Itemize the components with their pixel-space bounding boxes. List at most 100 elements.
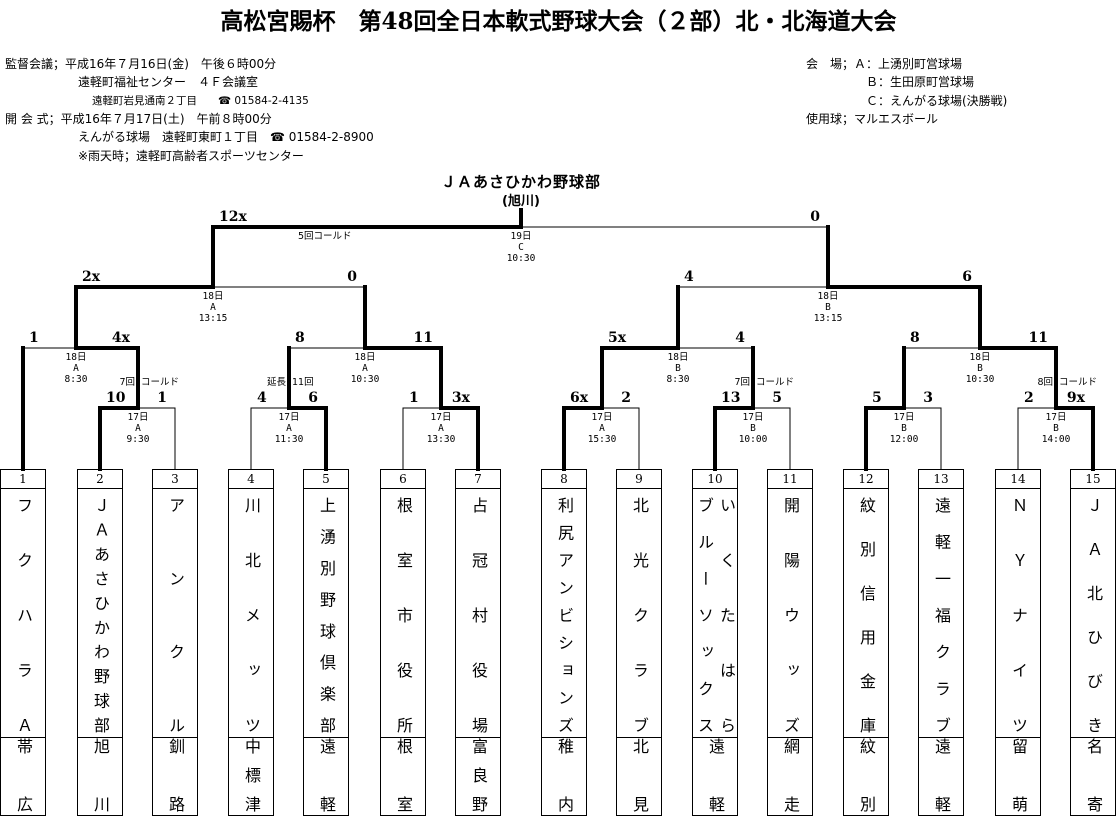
score-left: 8 (910, 330, 920, 346)
score-left: 10 (106, 390, 126, 406)
team-city-cell: 紋別 (844, 738, 888, 816)
match-info: 19日 C 10:30 (506, 231, 536, 264)
team-city-cell: 稚内 (542, 738, 586, 816)
team-number: 5 (304, 470, 348, 489)
team-number: 11 (768, 470, 812, 489)
venue-a: 会 場；Ａ：上湧別町営球場 (806, 57, 963, 71)
match-info: 18日 B 13:15 (813, 291, 843, 324)
score-left: 6x (570, 390, 589, 406)
match-note-right: コールド (141, 377, 180, 388)
team-city-cell: 釧路 (153, 738, 197, 816)
team-city: 遠軽 (317, 738, 336, 812)
team-name-cell: ＮＹナイツ (996, 489, 1040, 738)
team-city: 帯広 (14, 738, 33, 812)
team-city: 北見 (630, 738, 649, 812)
team-name: 川北メッツ (242, 497, 261, 733)
team-box: 7 占冠村役場富良野 (455, 469, 501, 816)
score-right: 4x (111, 330, 130, 346)
team-number: 9 (617, 470, 661, 489)
team-number: 12 (844, 470, 888, 489)
venue-b: Ｂ：生田原町営球場 (866, 75, 975, 89)
team-name-cell: 上湧別野球倶楽部 (304, 489, 348, 738)
team-city-cell: 帯広 (1, 738, 45, 816)
match-info: 18日 A 13:15 (198, 291, 228, 324)
score-right: 11 (1028, 330, 1048, 346)
meeting-info: 監督会議；平成16年７月16日(金) 午後６時00分 (5, 57, 277, 71)
page-title: 高松宮賜杯 第48回全日本軟式野球大会（２部）北・北海道大会 (220, 8, 897, 35)
score-left: 4 (257, 390, 267, 406)
match-info: 17日 B 10:00 (738, 412, 768, 445)
score-right: 9x (1066, 390, 1085, 406)
team-city-cell: 根室 (381, 738, 425, 816)
score-left: 13 (721, 390, 741, 406)
team-city: 遠軽 (932, 738, 951, 812)
team-city: 紋別 (857, 738, 876, 812)
score-right: 3x (451, 390, 470, 406)
team-number: 10 (693, 470, 737, 489)
match-note-left: 7回 (734, 377, 750, 388)
match-note-left: 延長 (266, 377, 286, 388)
team-name-cell: 川北メッツ (229, 489, 273, 738)
team-name-cell: 占冠村役場 (456, 489, 500, 738)
team-name-cell: 開陽ウッズ (768, 489, 812, 738)
team-name: ＮＹナイツ (1009, 497, 1028, 733)
team-name: 開陽ウッズ (781, 497, 800, 733)
team-name-cell: 遠軽一福クラブ (919, 489, 963, 738)
opening-venue: えんがる球場 遠軽町東町１丁目 ☎ 01584-2-8900 (78, 130, 374, 144)
team-city-cell: 名寄 (1071, 738, 1115, 816)
venue-c: Ｃ：えんがる球場(決勝戦) (866, 94, 1008, 108)
team-name-cell: ＪＡあさひかわ野球部 (78, 489, 122, 738)
match-info: 18日 B 8:30 (666, 352, 690, 385)
team-city-cell: 中標津 (229, 738, 273, 816)
team-name-cell: アンクル (153, 489, 197, 738)
team-number: 7 (456, 470, 500, 489)
match-info: 18日 A 8:30 (64, 352, 88, 385)
team-name-cell: いくたはら ブルーソックス (693, 489, 737, 738)
team-name: フクハラＡ (14, 497, 33, 733)
match-note-left: 8回 (1037, 377, 1053, 388)
score-right: 3 (923, 390, 933, 406)
team-city: 旭川 (91, 738, 110, 812)
score-left: 1 (29, 330, 39, 346)
team-city-cell: 遠軽 (304, 738, 348, 816)
team-city: 網走 (781, 738, 800, 812)
team-city-cell: 遠軽 (693, 738, 737, 816)
match-info: 18日 A 10:30 (350, 352, 380, 385)
score-left: 1 (409, 390, 419, 406)
score-left: 2x (82, 269, 101, 285)
team-name-cell: 北光クラブ (617, 489, 661, 738)
team-number: 6 (381, 470, 425, 489)
match-note-left: 7回 (119, 377, 135, 388)
team-name: 利尻アンビションズ (555, 497, 574, 733)
score-left: 5x (608, 330, 627, 346)
match-note-right: 11回 (292, 377, 314, 388)
match-info: 17日 A 13:30 (426, 412, 456, 445)
match-info: 18日 B 10:30 (965, 352, 995, 385)
score-left: 4 (684, 269, 694, 285)
team-name: 遠軽一福クラブ (932, 497, 951, 733)
team-city: 釧路 (166, 738, 185, 812)
match-info: 17日 A 11:30 (274, 412, 304, 445)
team-name-cell: ＪＡ北ひびき (1071, 489, 1115, 738)
meeting-address: 遠軽町岩見通南２丁目 ☎ 01584-2-4135 (92, 95, 309, 107)
team-number: 3 (153, 470, 197, 489)
team-box: 10 いくたはら ブルーソックス遠軽 (692, 469, 738, 816)
score-left: 5 (872, 390, 882, 406)
team-city-cell: 旭川 (78, 738, 122, 816)
team-city-cell: 遠軽 (919, 738, 963, 816)
team-number: 15 (1071, 470, 1115, 489)
team-name: 占冠村役場 (469, 497, 488, 733)
team-name: いくたはら ブルーソックス (695, 497, 736, 733)
team-city: 富良野 (469, 738, 488, 812)
team-city-cell: 北見 (617, 738, 661, 816)
score-left: 8 (295, 330, 305, 346)
team-city: 名寄 (1084, 738, 1103, 812)
score-right: 5 (772, 390, 782, 406)
